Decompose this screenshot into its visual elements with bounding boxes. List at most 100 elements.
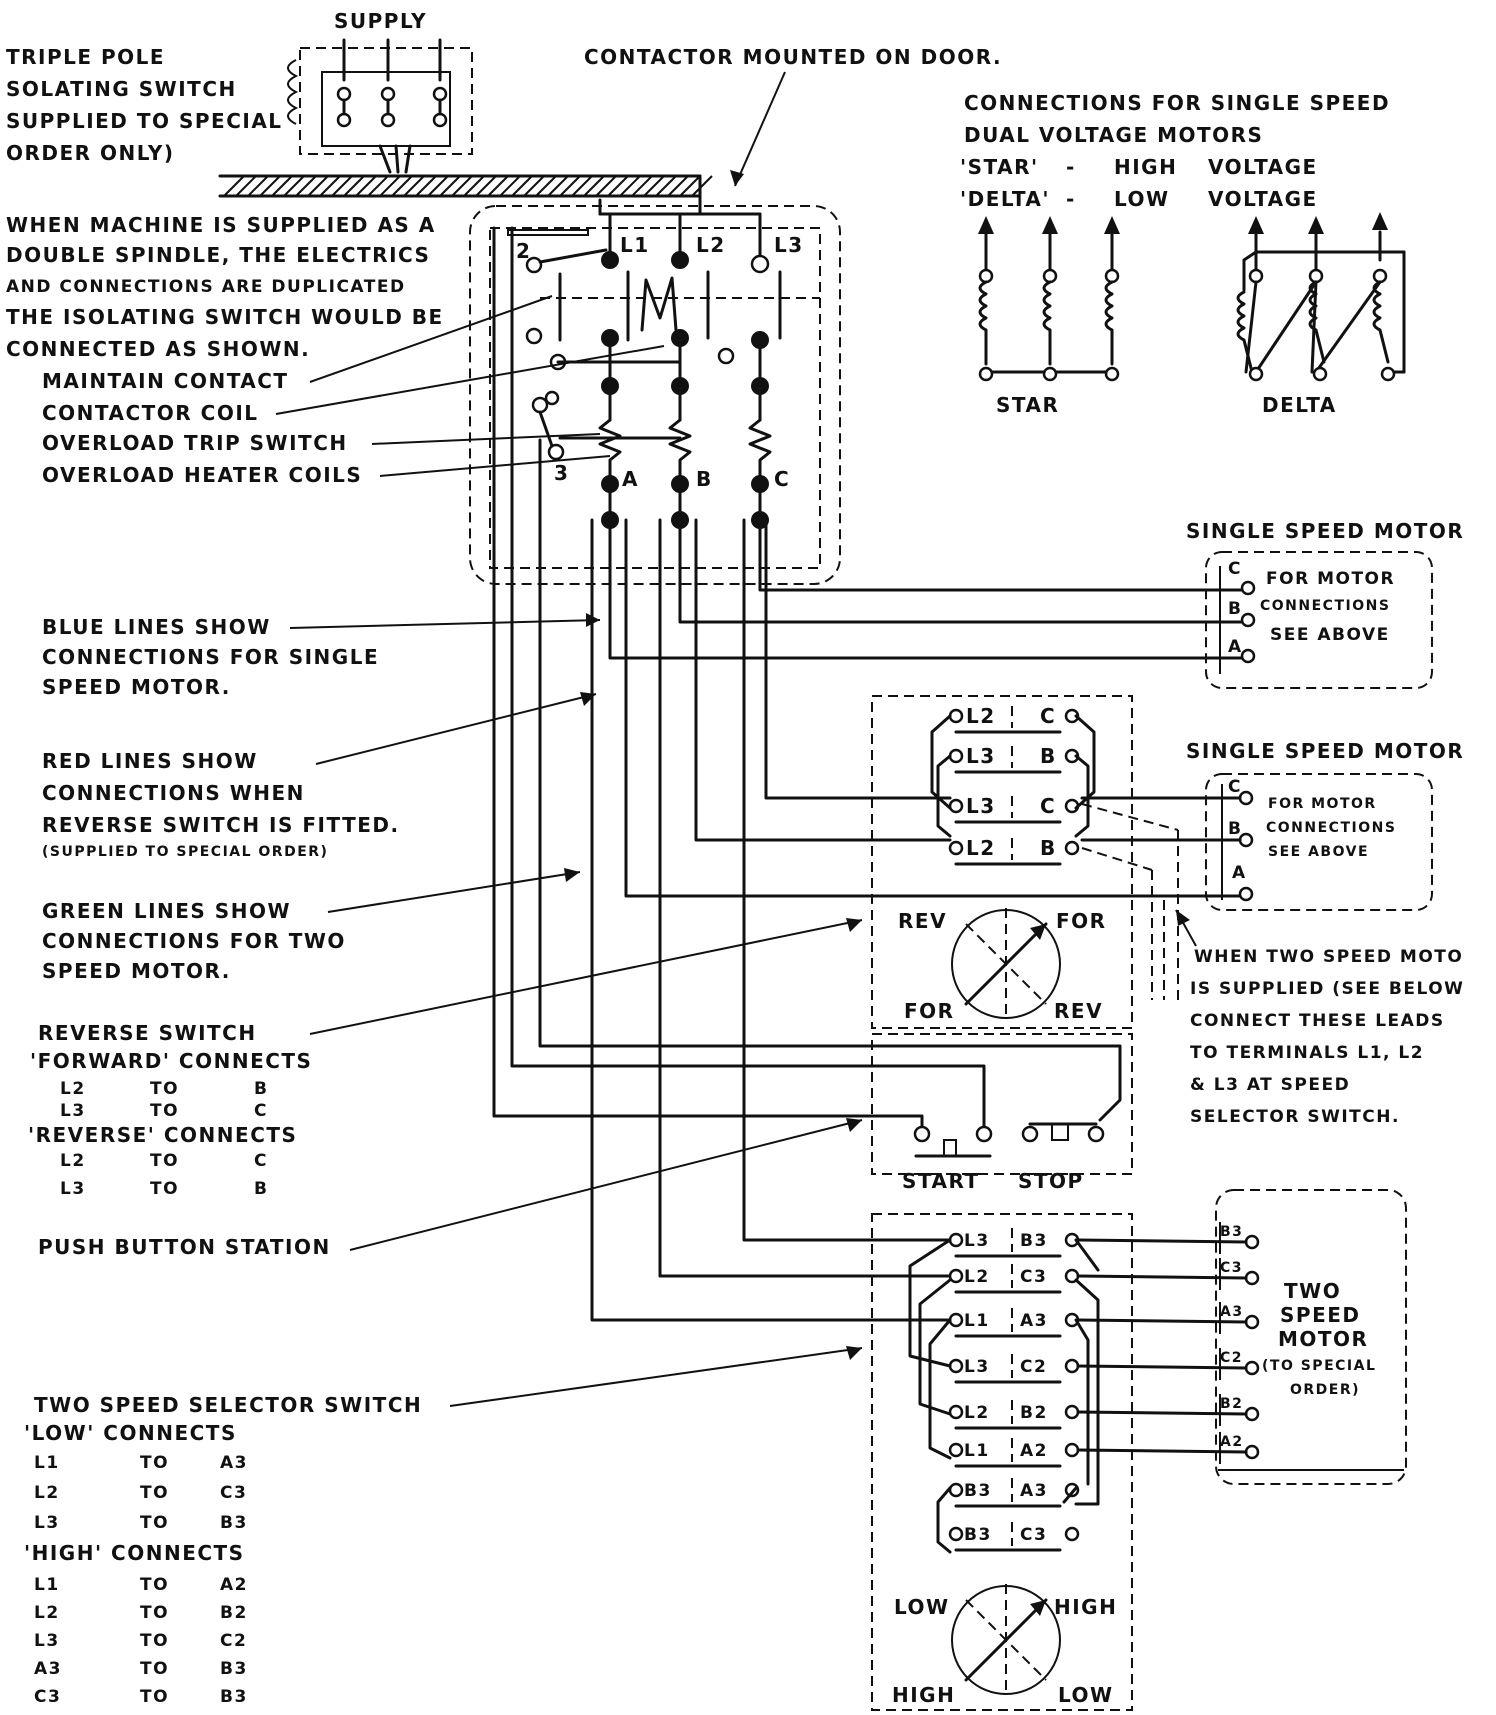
svg-text:& L3 AT SPEED: & L3 AT SPEED — [1190, 1075, 1350, 1095]
svg-text:TO: TO — [140, 1659, 169, 1679]
isolating-switch-note: TRIPLE POLE SOLATING SWITCH SUPPLIED TO … — [6, 45, 299, 165]
overload-trip-label: OVERLOAD TRIP SWITCH — [42, 431, 348, 455]
selector-contact-row: L1 A2 — [948, 1438, 1080, 1468]
svg-text:REV: REV — [898, 909, 947, 933]
svg-text:A3: A3 — [1020, 1311, 1048, 1331]
svg-text:VOLTAGE: VOLTAGE — [1208, 155, 1318, 179]
svg-text:L2: L2 — [34, 1603, 60, 1623]
svg-text:C2: C2 — [220, 1631, 247, 1651]
svg-text:A2: A2 — [1220, 1434, 1244, 1450]
svg-text:A: A — [1228, 637, 1243, 657]
two-speed-motor-terminal: A2 — [1076, 1432, 1260, 1464]
svg-text:-: - — [1066, 155, 1076, 179]
svg-text:C3: C3 — [220, 1483, 247, 1503]
svg-text:B: B — [254, 1079, 268, 1099]
svg-text:L1: L1 — [964, 1441, 990, 1461]
svg-text:CONNECTIONS WHEN: CONNECTIONS WHEN — [42, 781, 305, 805]
maintain-contact-label: MAINTAIN CONTACT — [42, 369, 289, 393]
svg-text:TO: TO — [150, 1079, 179, 1099]
svg-text:A2: A2 — [1020, 1441, 1048, 1461]
svg-text:MOTOR: MOTOR — [1278, 1327, 1368, 1351]
svg-text:CONNECTIONS: CONNECTIONS — [1266, 820, 1396, 836]
svg-text:STOP: STOP — [1018, 1169, 1084, 1193]
svg-text:LOW: LOW — [894, 1595, 950, 1619]
two-speed-motor-terminal: A3 — [1076, 1302, 1260, 1334]
svg-text:TWO SPEED SELECTOR SWITCH: TWO SPEED SELECTOR SWITCH — [34, 1393, 422, 1417]
svg-text:B2: B2 — [220, 1603, 248, 1623]
svg-text:CONNECTIONS FOR SINGLE SPEED: CONNECTIONS FOR SINGLE SPEED — [964, 91, 1390, 115]
svg-text:C2: C2 — [1220, 1350, 1243, 1366]
contactor-note: CONTACTOR MOUNTED ON DOOR. — [584, 45, 1002, 69]
delta-connection: DELTA — [1236, 212, 1406, 417]
svg-text:TO: TO — [150, 1101, 179, 1121]
svg-text:C3: C3 — [1020, 1525, 1047, 1545]
svg-text:(SUPPLIED TO SPECIAL ORDER): (SUPPLIED TO SPECIAL ORDER) — [42, 844, 328, 860]
push-button-station: START STOP PUSH BUTTON STATION — [38, 1033, 1133, 1259]
svg-text:2: 2 — [516, 239, 531, 263]
svg-text:C3: C3 — [34, 1687, 61, 1707]
svg-text:FOR MOTOR: FOR MOTOR — [1266, 569, 1395, 589]
svg-text:IS SUPPLIED (SEE BELOW: IS SUPPLIED (SEE BELOW — [1190, 979, 1464, 999]
svg-text:L1: L1 — [964, 1311, 990, 1331]
svg-text:B: B — [1040, 744, 1057, 768]
svg-text:L2: L2 — [964, 1267, 990, 1287]
svg-text:GREEN LINES SHOW: GREEN LINES SHOW — [42, 899, 291, 923]
svg-text:A3: A3 — [220, 1453, 248, 1473]
dual-voltage-connections: CONNECTIONS FOR SINGLE SPEED DUAL VOLTAG… — [960, 91, 1406, 417]
svg-text:L3: L3 — [60, 1101, 86, 1121]
svg-text:FOR: FOR — [1056, 909, 1107, 933]
svg-text:L3: L3 — [774, 233, 804, 257]
svg-text:B2: B2 — [1020, 1403, 1048, 1423]
svg-text:AND CONNECTIONS ARE DUPLICATED: AND CONNECTIONS ARE DUPLICATED — [6, 277, 406, 297]
svg-text:A3: A3 — [1020, 1481, 1048, 1501]
svg-text:TO: TO — [150, 1151, 179, 1171]
svg-text:CONNECTIONS FOR TWO: CONNECTIONS FOR TWO — [42, 929, 346, 953]
svg-text:REVERSE SWITCH IS FITTED.: REVERSE SWITCH IS FITTED. — [42, 813, 400, 837]
svg-text:B3: B3 — [220, 1513, 248, 1533]
single-speed-motor-2: SINGLE SPEED MOTOR C B A FOR MOTOR CONNE… — [1080, 739, 1464, 911]
svg-text:L1: L1 — [34, 1575, 60, 1595]
svg-text:B: B — [1040, 836, 1057, 860]
svg-text:C: C — [254, 1151, 268, 1171]
svg-text:REVERSE SWITCH: REVERSE SWITCH — [38, 1021, 257, 1045]
svg-text:B3: B3 — [220, 1659, 248, 1679]
svg-text:L3: L3 — [60, 1179, 86, 1199]
svg-text:L3: L3 — [966, 794, 996, 818]
svg-text:CONNECT THESE LEADS: CONNECT THESE LEADS — [1190, 1011, 1445, 1031]
svg-text:WHEN TWO SPEED MOTO: WHEN TWO SPEED MOTO — [1194, 947, 1463, 967]
component-callouts: MAINTAIN CONTACT CONTACTOR COIL OVERLOAD… — [42, 295, 665, 487]
svg-text:VOLTAGE: VOLTAGE — [1208, 187, 1318, 211]
svg-text:(TO SPECIAL: (TO SPECIAL — [1262, 1358, 1376, 1374]
svg-text:L2: L2 — [966, 704, 996, 728]
svg-text:DELTA: DELTA — [1262, 393, 1337, 417]
two-speed-motor-terminal: B2 — [1076, 1394, 1260, 1426]
svg-text:SEE ABOVE: SEE ABOVE — [1270, 625, 1390, 645]
svg-text:L2: L2 — [60, 1079, 86, 1099]
legend-red-lines: RED LINES SHOW CONNECTIONS WHEN REVERSE … — [42, 692, 597, 860]
svg-text:DUAL VOLTAGE MOTORS: DUAL VOLTAGE MOTORS — [964, 123, 1263, 147]
svg-text:A3: A3 — [1220, 1304, 1244, 1320]
svg-text:SPEED: SPEED — [1280, 1303, 1361, 1327]
svg-text:ORDER): ORDER) — [1290, 1382, 1360, 1398]
svg-text:TWO: TWO — [1284, 1279, 1341, 1303]
svg-text:CONNECTIONS FOR SINGLE: CONNECTIONS FOR SINGLE — [42, 645, 379, 669]
svg-text:THE ISOLATING SWITCH WOULD BE: THE ISOLATING SWITCH WOULD BE — [6, 305, 444, 329]
svg-text:C: C — [1228, 559, 1242, 579]
svg-text:SINGLE SPEED MOTOR: SINGLE SPEED MOTOR — [1186, 739, 1464, 763]
svg-text:'HIGH' CONNECTS: 'HIGH' CONNECTS — [24, 1541, 245, 1565]
svg-text:ORDER ONLY): ORDER ONLY) — [6, 141, 175, 165]
contactor-coil-label: CONTACTOR COIL — [42, 401, 259, 425]
svg-text:C: C — [774, 467, 790, 491]
svg-text:REV: REV — [1054, 999, 1103, 1023]
svg-text:L2: L2 — [34, 1483, 60, 1503]
svg-text:SPEED MOTOR.: SPEED MOTOR. — [42, 959, 231, 983]
svg-text:HIGH: HIGH — [892, 1683, 955, 1707]
